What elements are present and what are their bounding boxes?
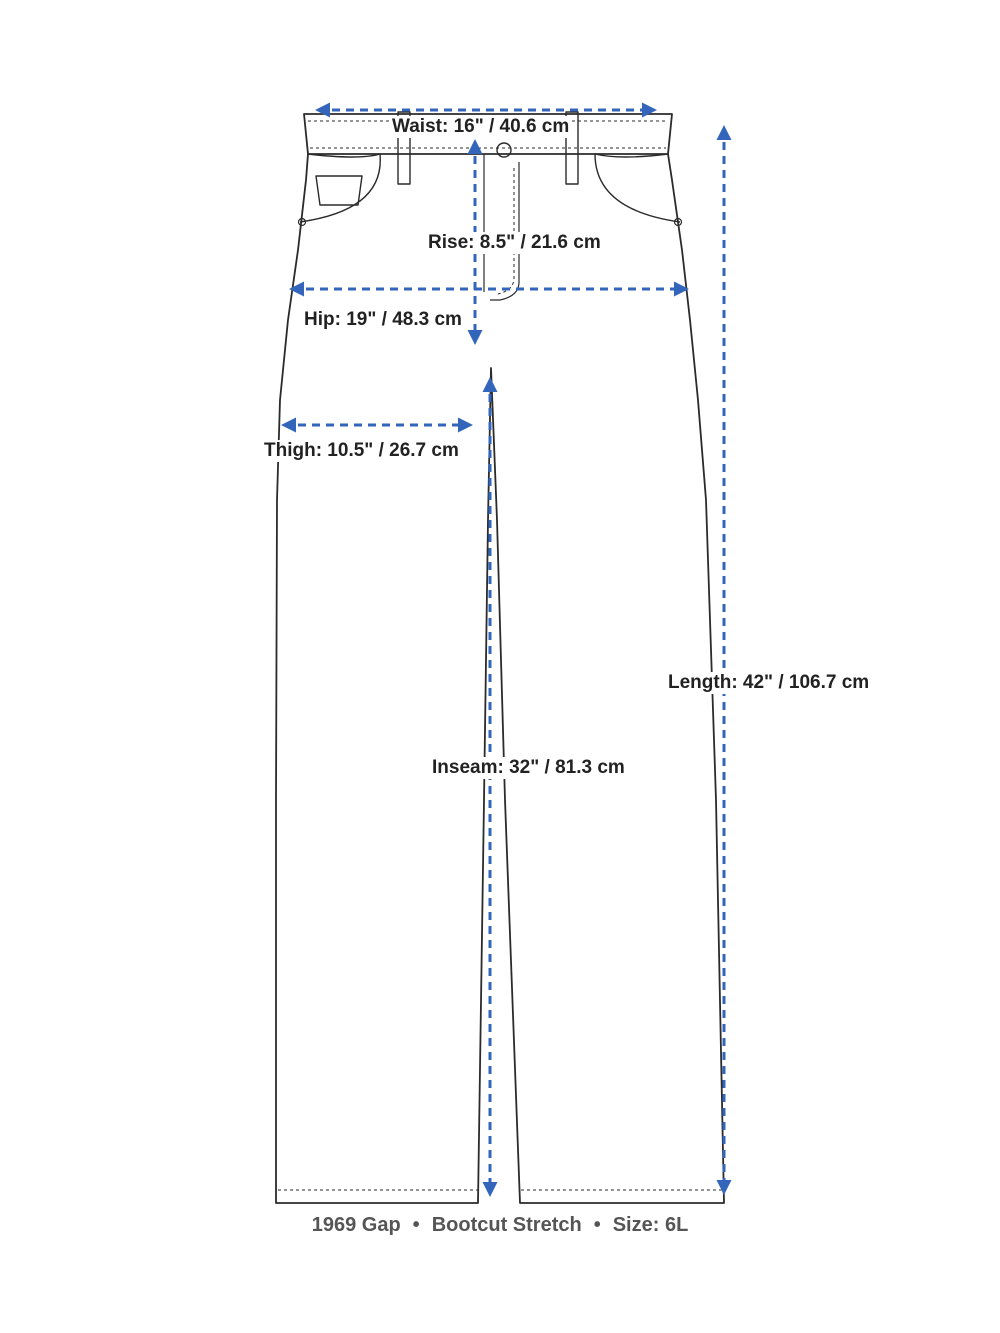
waist-button — [496, 142, 512, 158]
size-text: Size: 6L — [612, 1214, 689, 1236]
fly-stitch-inner — [497, 168, 515, 295]
separator-dot: • — [593, 1214, 601, 1236]
inseam-label: Inseam: 32" / 81.3 cm — [430, 757, 627, 779]
measurement-arrows — [281, 102, 732, 1197]
rise-label: Rise: 8.5" / 21.6 cm — [426, 232, 603, 254]
rivet-left — [297, 217, 307, 227]
right-front-pocket — [594, 153, 681, 223]
coin-pocket — [315, 175, 363, 206]
product-caption: 1969 Gap • Bootcut Stretch • Size: 6L — [0, 1214, 1000, 1237]
separator-dot: • — [412, 1214, 420, 1236]
rivet-right — [673, 217, 683, 227]
length-label: Length: 42" / 106.7 cm — [666, 672, 872, 694]
thigh-label: Thigh: 10.5" / 26.7 cm — [262, 440, 461, 462]
style-text: Bootcut Stretch — [431, 1214, 582, 1236]
left-front-pocket — [299, 153, 381, 223]
hip-label: Hip: 19" / 48.3 cm — [302, 309, 464, 331]
pants-outline — [275, 111, 725, 1204]
waist-label: Waist: 16" / 40.6 cm — [390, 116, 572, 138]
brand-text: 1969 Gap — [311, 1214, 401, 1236]
pants-silhouette — [275, 153, 725, 1204]
